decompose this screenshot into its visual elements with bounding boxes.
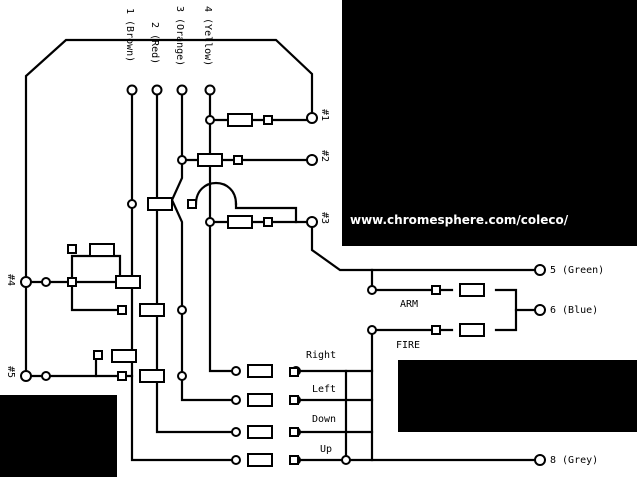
right-label: Right xyxy=(306,350,336,361)
wire-5-label: 5 (Green) xyxy=(550,265,604,276)
wire-2-label: 2 (Red) xyxy=(149,22,160,64)
wire-3-label: 3 (Orange) xyxy=(174,6,185,66)
wire-8-label: 8 (Grey) xyxy=(550,455,598,466)
up-label: Up xyxy=(320,444,332,455)
wire-6-label: 6 (Blue) xyxy=(550,305,598,316)
fire-label: FIRE xyxy=(396,340,420,351)
pin-2-label: #2 xyxy=(319,150,330,162)
bottom-left-black-block xyxy=(0,395,117,477)
wire-1-label: 1 (Brown) xyxy=(124,8,135,62)
square-pads xyxy=(67,115,441,465)
pin-labels: #1 #2 #3 #4 #5 xyxy=(5,109,330,378)
arm-label: ARM xyxy=(400,299,418,310)
wire-4-label: 4 (Yellow) xyxy=(202,6,213,66)
wire-labels-top: 1 (Brown) 2 (Red) 3 (Orange) 4 (Yellow) xyxy=(124,6,213,66)
pin-1-label: #1 xyxy=(319,109,330,121)
pin-5-label: #5 xyxy=(5,366,16,378)
diodes xyxy=(89,113,485,467)
pin-3-label: #3 xyxy=(319,212,330,224)
website-url: www.chromesphere.com/coleco/ xyxy=(350,213,569,227)
pin-4-label: #4 xyxy=(5,274,16,286)
down-label: Down xyxy=(312,414,336,425)
left-label: Left xyxy=(312,384,336,395)
